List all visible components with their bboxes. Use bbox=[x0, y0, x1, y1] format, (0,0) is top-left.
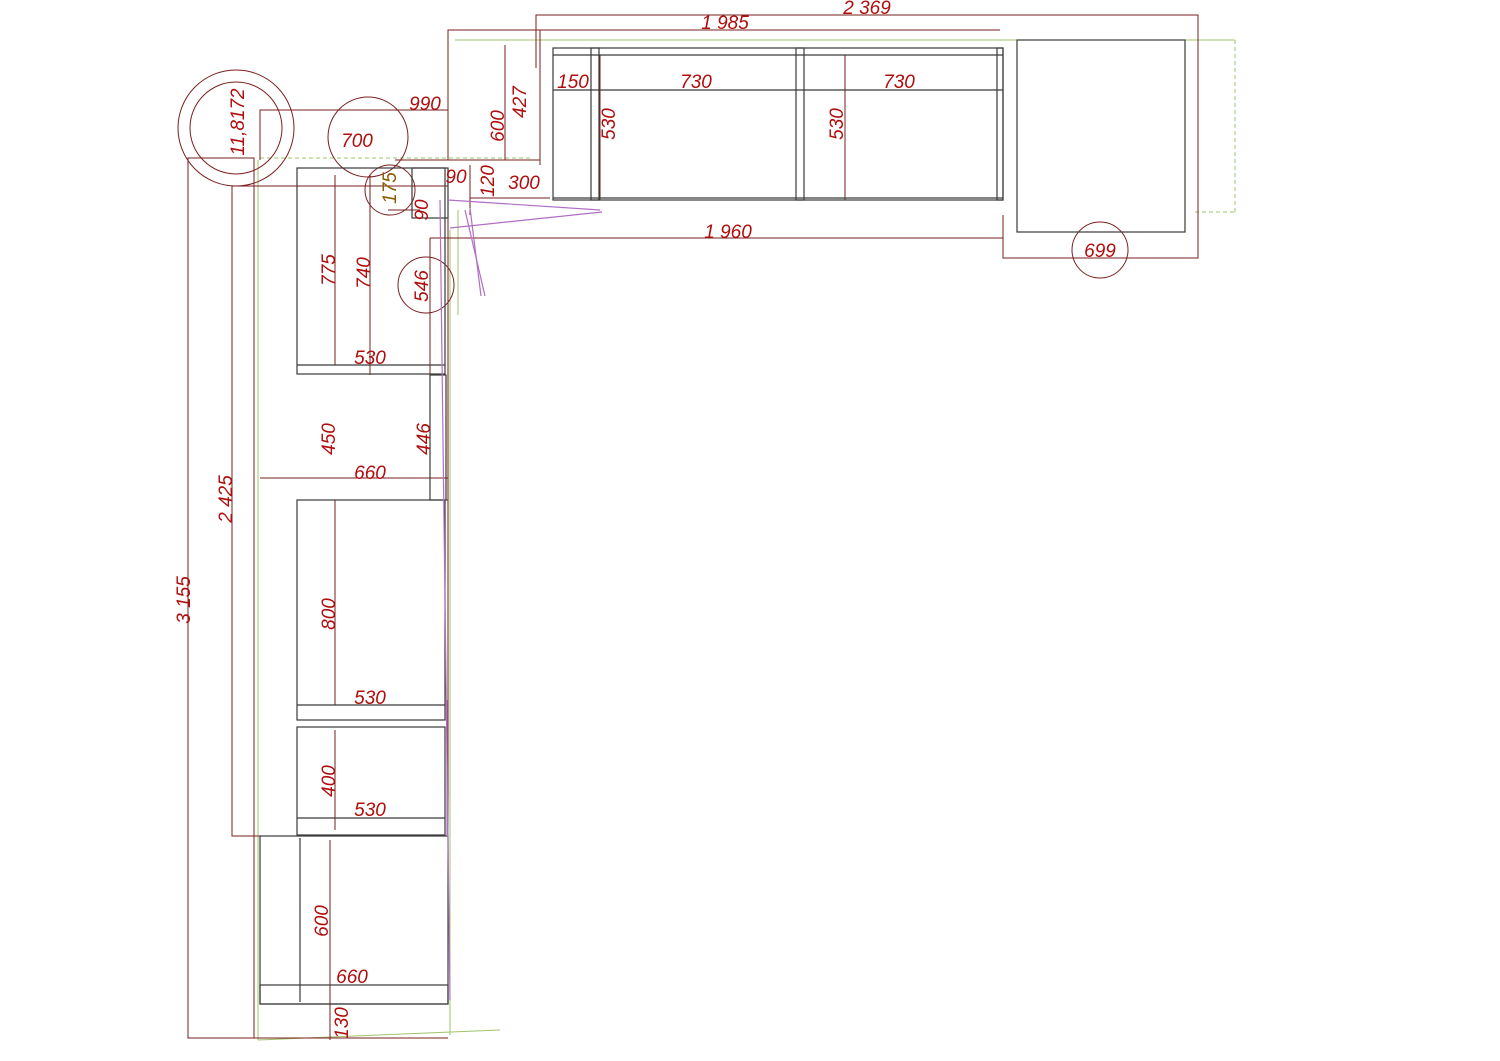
dim-corner-panel: 700 bbox=[341, 131, 373, 152]
dim-upper-run-length: 1 985 bbox=[701, 13, 749, 34]
dim-left-cabinet-4-depth: 530 bbox=[354, 800, 386, 821]
dim-gap-a: 90 bbox=[445, 167, 467, 188]
dim-left-section-2-depth: 660 bbox=[354, 463, 386, 484]
dim-corner-shelf: 300 bbox=[508, 173, 540, 194]
dim-top-cabinet-1-depth: 530 bbox=[599, 108, 620, 140]
dim-left-section-2-height: 450 bbox=[319, 423, 340, 455]
dim-corner-depth: 990 bbox=[409, 94, 441, 115]
cabinet-outlines bbox=[259, 39, 1186, 1005]
dimension-labels: 2 369 1 985 990 700 11,8172 427 600 150 … bbox=[174, 0, 1116, 1039]
dim-filler-depth: 600 bbox=[488, 110, 509, 142]
dim-left-cabinet-5-depth: 660 bbox=[336, 967, 368, 988]
dim-left-cabinet-4-height: 400 bbox=[319, 765, 340, 797]
dim-filler-height: 427 bbox=[510, 85, 531, 118]
dim-angle: 11,8172 bbox=[228, 88, 249, 156]
dim-left-cabinet-1-inner: 740 bbox=[354, 257, 375, 289]
dim-overall-width: 2 369 bbox=[842, 0, 891, 19]
dim-gap-b: 120 bbox=[478, 165, 499, 197]
dim-left-cabinet-1-height: 775 bbox=[319, 254, 340, 286]
dim-small-gap: 150 bbox=[557, 72, 589, 93]
dim-top-cabinet-2-width: 730 bbox=[883, 72, 915, 93]
dim-top-cabinet-2-depth: 530 bbox=[827, 108, 848, 140]
dim-corner-post: 175 bbox=[380, 172, 401, 204]
dim-left-total-length: 3 155 bbox=[174, 576, 195, 624]
dim-corner-door: 546 bbox=[412, 270, 433, 302]
dim-left-cabinet-3-depth: 530 bbox=[354, 688, 386, 709]
dim-countertop-length: 1 960 bbox=[704, 222, 752, 243]
dim-left-cabinet-1-depth: 530 bbox=[354, 348, 386, 369]
dim-left-run-length: 2 425 bbox=[216, 475, 237, 524]
dim-left-section-2-inner: 446 bbox=[414, 423, 435, 455]
dim-appliance-width: 699 bbox=[1084, 241, 1116, 262]
dim-bottom-gap: 130 bbox=[332, 1007, 353, 1039]
door-swings bbox=[439, 199, 603, 1001]
dim-gap-c: 90 bbox=[412, 199, 433, 221]
dim-left-cabinet-3-height: 800 bbox=[319, 598, 340, 630]
dim-top-cabinet-1-width: 730 bbox=[680, 72, 712, 93]
dim-left-cabinet-5-height: 600 bbox=[312, 905, 333, 937]
